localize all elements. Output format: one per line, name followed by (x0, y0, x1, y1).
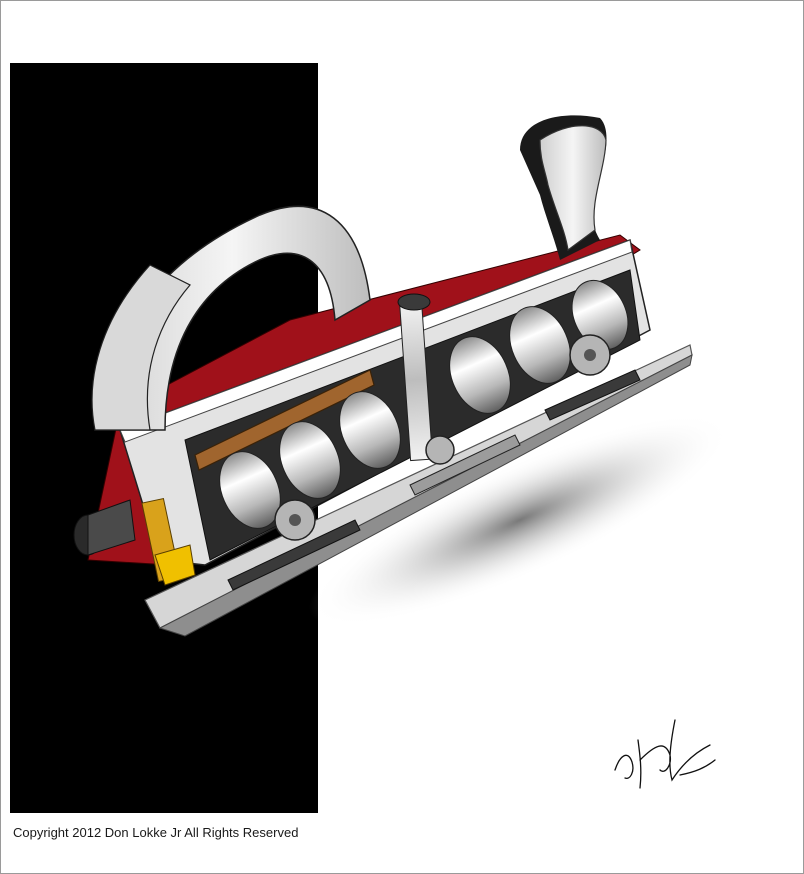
body-top-ridge (119, 239, 633, 443)
pinion-gears (274, 334, 611, 541)
wood-insert (194, 369, 375, 471)
vertical-shaft (397, 293, 434, 462)
copyright-notice: Copyright 2012 Don Lokke Jr All Rights R… (13, 825, 299, 840)
rear-tote-handle (91, 205, 371, 431)
gear-racks (227, 369, 641, 591)
front-knob (520, 115, 607, 260)
rear-exhaust-port (73, 499, 136, 556)
front-drum-assembly (449, 279, 629, 414)
rear-drum-assembly (219, 391, 401, 529)
brass-spring (141, 497, 196, 586)
drop-shadow (308, 413, 732, 627)
artist-signature (614, 719, 716, 789)
